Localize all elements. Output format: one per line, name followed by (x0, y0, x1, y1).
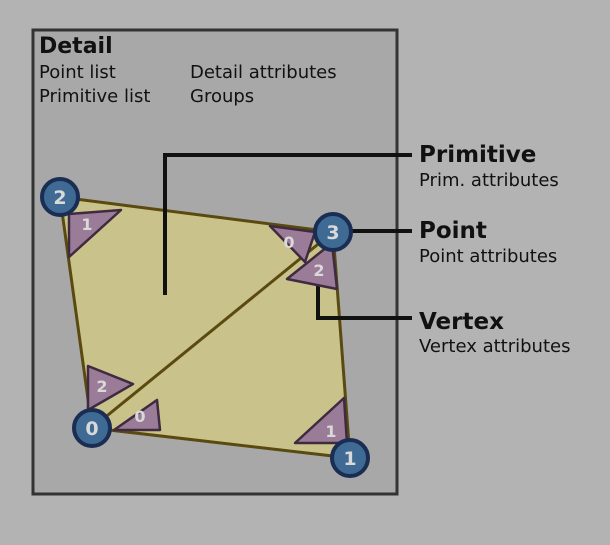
svg-text:0: 0 (134, 407, 145, 426)
svg-text:2: 2 (96, 377, 107, 396)
svg-text:2: 2 (53, 187, 66, 209)
point-0: 0 (72, 408, 112, 448)
point-3: 3 (313, 212, 353, 252)
vertex-title: Vertex (419, 309, 504, 335)
point-title: Point (419, 218, 487, 244)
primitive-subtitle: Prim. attributes (419, 170, 559, 191)
point-1: 1 (330, 438, 370, 478)
detail-title: Detail (39, 34, 113, 59)
detail-line-primitive-list: Primitive list (39, 86, 150, 107)
point-2: 2 (40, 177, 80, 217)
vertex-2-right: 2 (285, 241, 339, 291)
point-subtitle: Point attributes (419, 246, 557, 267)
vertex-2-bottom-left: 2 (86, 364, 135, 412)
detail-line-detail-attributes: Detail attributes (190, 62, 337, 83)
vertex-0-top-right: 0 (268, 224, 317, 264)
vertex-subtitle: Vertex attributes (419, 336, 570, 357)
svg-text:3: 3 (326, 222, 339, 244)
vertex-leader-line (316, 285, 412, 320)
primitive-diagonal-edge (91, 230, 334, 430)
svg-text:0: 0 (283, 233, 294, 252)
svg-text:1: 1 (81, 215, 92, 234)
svg-text:2: 2 (313, 261, 324, 280)
vertex-0-bottom-left: 0 (112, 398, 162, 432)
detail-line-point-list: Point list (39, 62, 116, 83)
primitive-leader-line (163, 153, 412, 295)
primitive-title: Primitive (419, 142, 536, 168)
detail-line-groups: Groups (190, 86, 254, 107)
svg-text:1: 1 (343, 448, 356, 470)
vertex-1-bottom-right: 1 (293, 396, 349, 445)
vertex-1-top-left: 1 (67, 208, 123, 259)
svg-text:0: 0 (85, 418, 98, 440)
svg-text:1: 1 (325, 422, 336, 441)
